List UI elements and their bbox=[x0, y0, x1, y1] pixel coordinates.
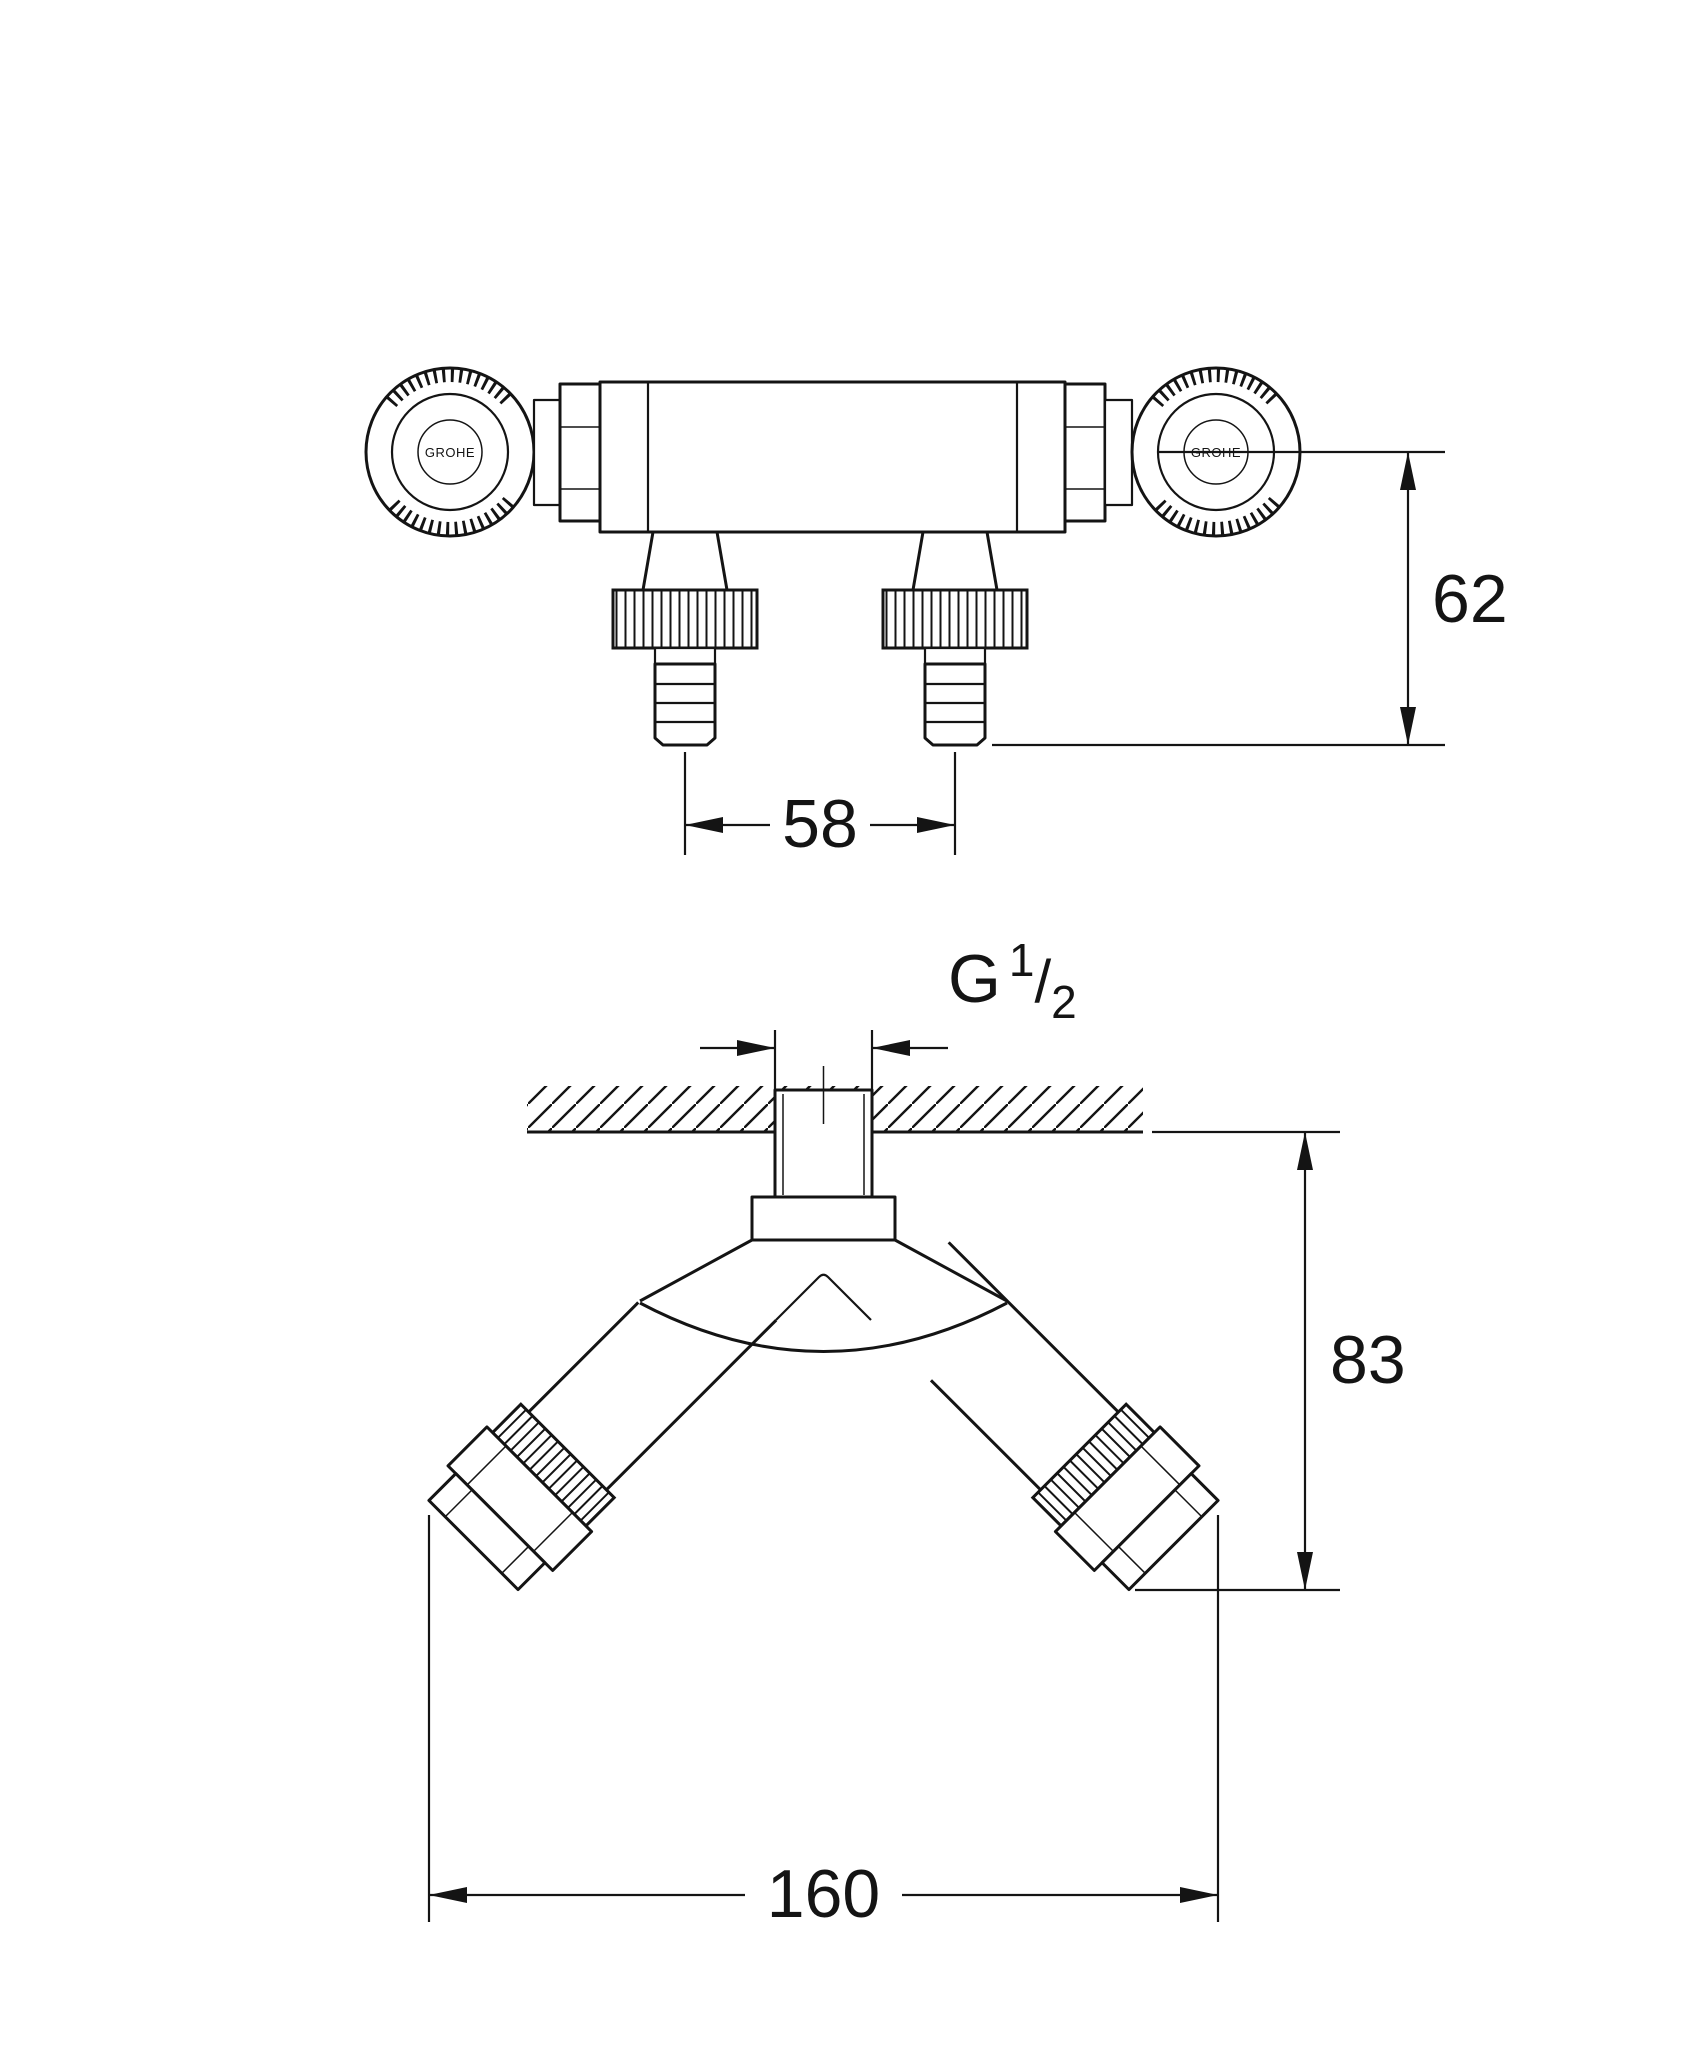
dimension-160: 160 bbox=[427, 1515, 1220, 1932]
left-connector-neck bbox=[641, 530, 729, 592]
left-cap-face-facet-1 bbox=[444, 1489, 473, 1518]
valve-body bbox=[598, 380, 1067, 534]
left-cap-collar bbox=[532, 398, 562, 507]
cone-bottom-curve bbox=[639, 1301, 1008, 1353]
hose-connector-left bbox=[611, 530, 759, 747]
right-connector-step bbox=[923, 646, 987, 666]
dim-62-arrow-top bbox=[1400, 452, 1416, 490]
dim-58-arrow-left bbox=[685, 817, 723, 833]
outlet-arm-left bbox=[427, 1301, 778, 1592]
dim-58-arrow-right bbox=[917, 817, 955, 833]
dim-58-label: 58 bbox=[782, 786, 858, 862]
right-arm-outer-edge bbox=[929, 1379, 1042, 1491]
body-cone bbox=[639, 1195, 1008, 1353]
dim-83-label: 83 bbox=[1330, 1322, 1406, 1398]
right-cap-knurl-bottom bbox=[1151, 496, 1281, 536]
right-cap-knurl-top bbox=[1151, 368, 1281, 408]
cone-edge-right bbox=[894, 1238, 1008, 1303]
left-cap-hex bbox=[558, 382, 602, 523]
right-cap-nut-facet-1 bbox=[1073, 1511, 1114, 1552]
dim-g-numerator: 1 bbox=[1009, 934, 1035, 986]
right-cap-face-facet-2 bbox=[1174, 1489, 1203, 1518]
dim-g-slash: / bbox=[1035, 948, 1052, 1015]
dim-62-arrow-bottom bbox=[1400, 707, 1416, 745]
right-cap-hex bbox=[1063, 382, 1107, 523]
dim-83-arrow-bottom bbox=[1297, 1552, 1313, 1590]
brand-mark-left: GROHE bbox=[425, 445, 475, 460]
dimension-62: 62 bbox=[992, 450, 1508, 747]
left-cap-face-facet-2 bbox=[501, 1545, 530, 1574]
dimension-58: 58 bbox=[683, 752, 957, 862]
right-connector-neck bbox=[911, 530, 999, 592]
right-arm-cap-face bbox=[1100, 1472, 1220, 1592]
right-arm-inner-edge bbox=[947, 1241, 1120, 1414]
dim-160-arrow-left bbox=[429, 1887, 467, 1903]
left-cap-nut-facet-2 bbox=[533, 1511, 574, 1552]
dim-62-label: 62 bbox=[1432, 561, 1508, 637]
dim-160-arrow-right bbox=[1180, 1887, 1218, 1903]
inlet-pipe bbox=[773, 1066, 874, 1199]
cone-edge-left bbox=[639, 1238, 753, 1303]
dim-g-prefix: G bbox=[948, 941, 1001, 1017]
right-cap-nut-facet-2 bbox=[1140, 1445, 1181, 1486]
left-hose-barb bbox=[653, 662, 717, 747]
dim-83-arrow-top bbox=[1297, 1132, 1313, 1170]
right-hose-barb bbox=[923, 662, 987, 747]
inlet-flange bbox=[750, 1195, 897, 1242]
left-cap-logo-disc bbox=[417, 419, 483, 485]
dim-g-arrow-right bbox=[872, 1040, 910, 1056]
dim-160-label: 160 bbox=[767, 1856, 880, 1932]
dimension-83: 83 bbox=[1135, 1130, 1406, 1592]
right-cap-face-facet-1 bbox=[1117, 1545, 1146, 1574]
left-cap-nut-facet-1 bbox=[466, 1445, 507, 1486]
left-connector-knurled-nut bbox=[611, 588, 759, 650]
left-cap: GROHE bbox=[364, 366, 602, 538]
hose-connector-right bbox=[881, 530, 1029, 747]
dim-g-arrow-left bbox=[737, 1040, 775, 1056]
left-arm-outer-edge bbox=[527, 1301, 640, 1414]
left-cap-knurl-top bbox=[385, 368, 515, 408]
inner-v-notch bbox=[775, 1273, 872, 1321]
right-connector-knurled-nut bbox=[881, 588, 1029, 650]
front-view: GROHE GROHE bbox=[364, 366, 1508, 862]
outlet-arm-right bbox=[929, 1241, 1220, 1592]
left-arm-cap-face bbox=[427, 1472, 547, 1592]
left-cap-knurl-bottom bbox=[385, 496, 515, 536]
left-arm-inner-edge bbox=[605, 1319, 778, 1491]
right-cap-collar bbox=[1103, 398, 1134, 507]
dim-g-denominator: 2 bbox=[1051, 976, 1077, 1028]
left-connector-step bbox=[653, 646, 717, 666]
